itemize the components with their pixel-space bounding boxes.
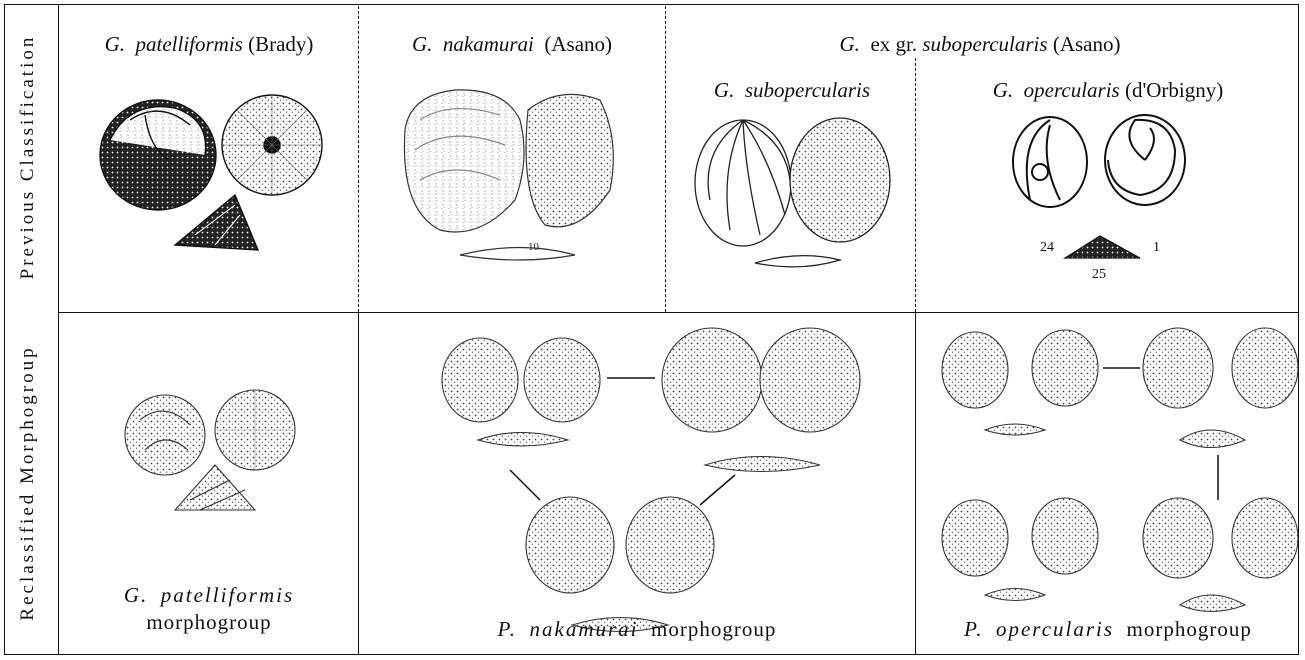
fig-number-25: 25 (1092, 267, 1106, 282)
specimen-opercularis-previous (1013, 115, 1185, 258)
specimen-subopercularis-previous (695, 118, 890, 267)
specimen-opercularis-reclassified (942, 328, 1298, 612)
caption-patelliformis-morphogroup: G. patelliformis morphogroup (64, 582, 354, 636)
fig-number-24: 24 (1040, 240, 1054, 255)
caption-nakamurai-morphogroup: P. nakamurai morphogroup (362, 616, 912, 643)
fig-number-nakamurai-side: 10 (528, 241, 540, 253)
fig-number-1: 1 (1153, 240, 1160, 255)
specimen-nakamurai-reclassified (442, 328, 860, 632)
specimen-patelliformis-reclassified (125, 390, 295, 510)
specimen-nakamurai-previous (404, 90, 613, 260)
specimen-patelliformis-previous (100, 95, 322, 250)
caption-opercularis-morphogroup: P. opercularis morphogroup (919, 616, 1297, 643)
